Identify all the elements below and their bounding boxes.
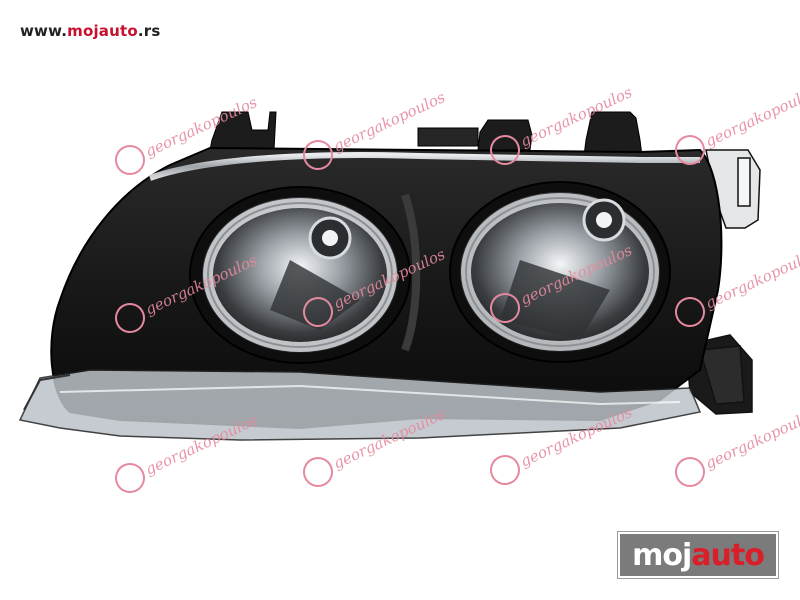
right-projector — [449, 181, 671, 363]
site-url-prefix: www. — [20, 22, 68, 40]
logo-part-auto: auto — [691, 537, 765, 573]
left-projector — [189, 186, 411, 364]
site-url-suffix: .rs — [137, 22, 161, 40]
site-url-brand: mojauto — [67, 22, 138, 40]
watermark-text: georgakopoulos — [703, 83, 800, 151]
lower-lens-strip — [18, 369, 702, 441]
watermark-text: georgakopoulos — [703, 405, 800, 473]
logo-part-moj: moj — [632, 537, 692, 573]
site-url[interactable]: www.mojauto.rs — [20, 22, 161, 40]
